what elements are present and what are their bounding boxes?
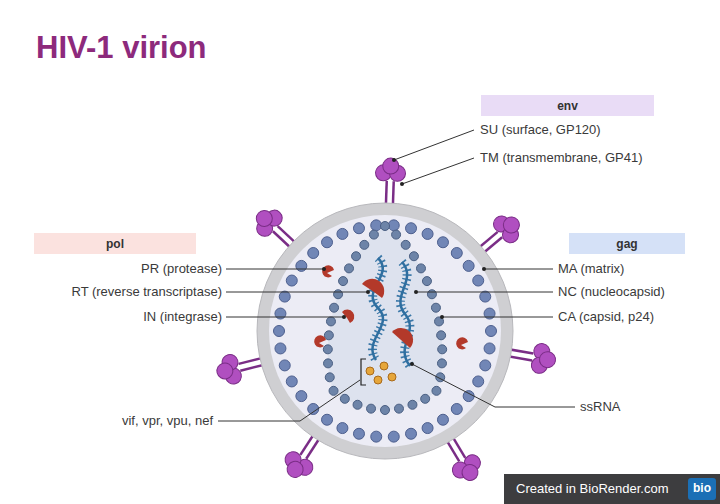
virion-interior [269,215,501,447]
part-label: CA (capsid, p24) [558,309,654,325]
rna-strands [372,258,410,366]
matrix-ring [274,220,497,442]
capsid-cone [328,226,443,410]
part-label: ssRNA [580,399,620,415]
watermark-badge [688,478,716,500]
part-label: SU (surface, GP120) [480,122,601,138]
accessory-proteins [366,362,396,384]
part-label: PR (protease) [141,261,222,277]
capsid-proteins [323,222,446,415]
gene-band: pol [34,233,196,254]
part-label: vif, vpr, vpu, nef [122,413,213,429]
part-label: RT (reverse transcriptase) [71,284,222,300]
part-label: TM (transmembrane, GP41) [480,150,643,166]
gene-name: pol [106,237,124,251]
enzymes [314,265,468,349]
watermark-bar [504,474,720,504]
part-label: MA (matrix) [558,261,624,277]
gene-band: gag [569,233,685,254]
gene-name: env [557,99,578,113]
gene-name: gag [616,237,637,251]
gene-band: env [481,95,654,116]
watermark: Created in BioRender.com [516,481,668,496]
part-label: IN (integrase) [143,309,222,325]
part-label: NC (nucleocapsid) [558,284,665,300]
envelope-spikes [214,158,558,487]
bracket [361,359,366,385]
title: HIV-1 virion [36,30,207,66]
leader-dots [322,158,486,366]
watermark-logo: bio [693,481,711,495]
leader-lines [218,130,575,421]
